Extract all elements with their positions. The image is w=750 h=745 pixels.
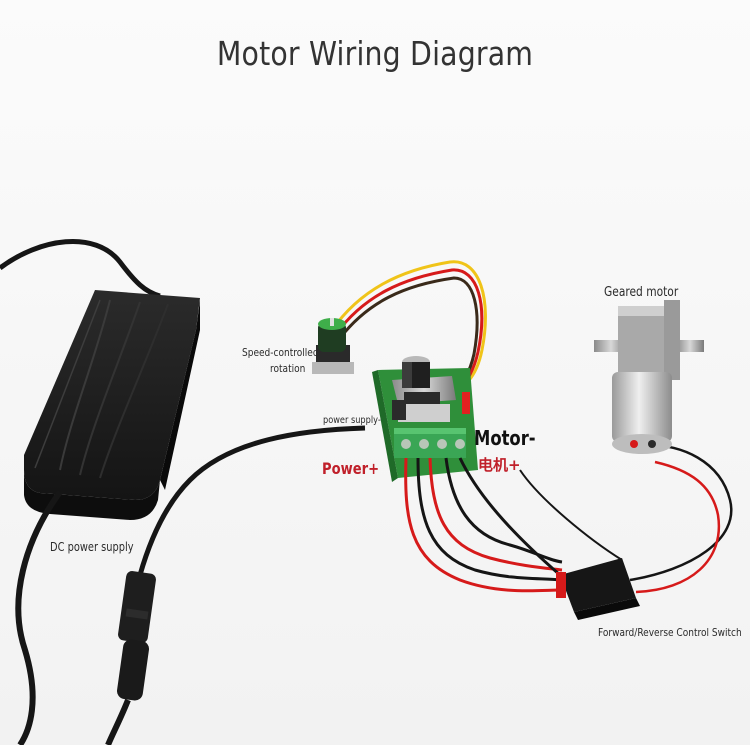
label-power-plus: Power+ bbox=[322, 459, 380, 478]
motor-lead-black bbox=[629, 443, 733, 582]
label-power-supply-minus: power supply- bbox=[323, 415, 381, 426]
motor-lead-red bbox=[635, 460, 721, 594]
dc-barrel-plug bbox=[105, 571, 156, 745]
label-speed-line2: rotation bbox=[269, 362, 306, 375]
wire-black-3 bbox=[458, 457, 561, 577]
adapter-output-cable bbox=[15, 490, 63, 745]
label-speed-controlled: Speed-controlled rotation bbox=[242, 345, 335, 377]
pot-wire-red bbox=[334, 268, 484, 392]
dc-barrel-cable bbox=[137, 425, 366, 576]
motor-lead-black-2 bbox=[519, 469, 623, 561]
wire-red-1 bbox=[404, 457, 561, 593]
controller-board bbox=[372, 356, 478, 482]
label-speed-line1: Speed-controlled bbox=[242, 346, 319, 359]
wire-black-1 bbox=[416, 457, 561, 582]
diagram-title: Motor Wiring Diagram bbox=[216, 34, 534, 73]
geared-motor bbox=[594, 300, 704, 454]
adapter-input-cable bbox=[0, 238, 161, 299]
label-forward-reverse-switch: Forward/Reverse Control Switch bbox=[598, 626, 742, 639]
dc-adapter bbox=[24, 290, 200, 520]
label-motor-plus-cn: 电机+ bbox=[478, 456, 521, 474]
forward-reverse-switch bbox=[556, 558, 640, 620]
wire-black-2 bbox=[444, 457, 563, 564]
pot-wire-yellow bbox=[330, 260, 487, 390]
label-motor-minus: Motor- bbox=[474, 426, 536, 450]
wire-red-2 bbox=[428, 457, 563, 572]
label-dc-power-supply: DC power supply bbox=[50, 540, 134, 554]
potentiometer-knob bbox=[312, 318, 354, 374]
label-geared-motor: Geared motor bbox=[604, 285, 679, 300]
